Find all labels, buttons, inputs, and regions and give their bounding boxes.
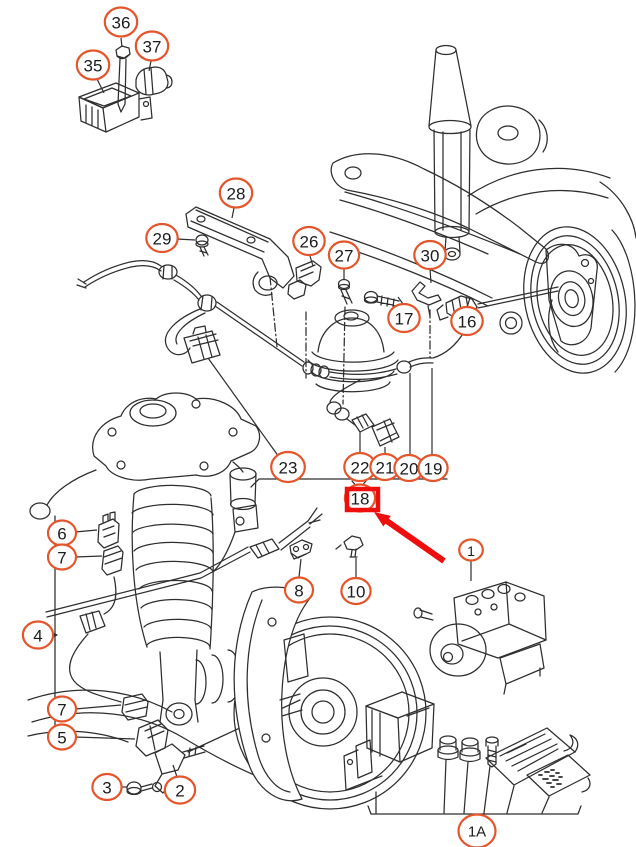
callout-26[interactable]: 26 (292, 225, 326, 267)
callout-label-10: 10 (347, 583, 366, 602)
part-screw-17 (363, 290, 400, 308)
callout-label-1: 1 (467, 543, 475, 559)
callout-5[interactable]: 5 (46, 723, 136, 751)
callout-20[interactable]: 20 (393, 373, 425, 483)
part-sensor-37 (135, 66, 173, 96)
callout-8[interactable]: 8 (283, 558, 315, 604)
callout-label-5: 5 (57, 729, 66, 748)
callout-label-37: 37 (143, 38, 162, 57)
callout-2[interactable]: 2 (163, 764, 197, 805)
sensor-lead-chain (302, 316, 471, 447)
callout-label-3: 3 (102, 779, 111, 798)
callout-label-35: 35 (84, 57, 103, 76)
callout-17[interactable]: 17 (387, 296, 421, 334)
callout-label-8: 8 (294, 582, 303, 601)
callout-label-7: 7 (57, 701, 66, 720)
callout-label-28: 28 (227, 185, 246, 204)
sensor-harness (76, 260, 305, 367)
callout-label-36: 36 (112, 14, 131, 33)
callout-label-30: 30 (421, 247, 440, 266)
part-bracket-26 (287, 260, 322, 300)
front-strut-assembly (27, 392, 273, 783)
callout-7[interactable]: 7 (46, 695, 122, 723)
callout-label-17: 17 (395, 310, 414, 329)
callout-label-6: 6 (57, 525, 66, 544)
callout-35[interactable]: 35 (75, 49, 111, 94)
front-knuckle-disc (233, 586, 427, 810)
callout-label-1A: 1A (468, 824, 486, 841)
callout-37[interactable]: 37 (134, 30, 170, 72)
callout-23[interactable]: 23 (207, 357, 306, 484)
callout-4[interactable]: 4 (21, 620, 57, 650)
callout-label-18: 18 (351, 490, 370, 509)
part-module-35 (78, 82, 153, 133)
callout-label-21: 21 (376, 459, 395, 478)
highlight-layer (344, 486, 446, 564)
callout-label-26: 26 (300, 233, 319, 252)
callout-label-29: 29 (153, 230, 172, 249)
callout-28[interactable]: 28 (218, 177, 254, 219)
abs-unit (413, 581, 547, 695)
center-lines (269, 276, 431, 405)
callout-21[interactable]: 21 (369, 447, 401, 482)
callout-label-7: 7 (57, 549, 66, 568)
part-bolt-27 (337, 278, 353, 305)
callout-22[interactable]: 22 (343, 432, 377, 483)
callout-1[interactable]: 1 (458, 538, 484, 582)
part-pin-10 (335, 535, 364, 558)
part-bracket-28 (185, 206, 295, 296)
highlight-box (344, 486, 381, 513)
callout-6[interactable]: 6 (46, 519, 98, 547)
callout-label-4: 4 (33, 627, 42, 646)
part-bolt-29 (195, 234, 209, 257)
callout-30[interactable]: 30 (413, 239, 447, 284)
highlight-arrow-head (374, 512, 391, 527)
callout-label-2: 2 (175, 782, 184, 801)
highlight-arrow-shaft (382, 516, 446, 564)
callout-label-16: 16 (458, 313, 477, 332)
callout-label-19: 19 (424, 460, 443, 479)
callout-36[interactable]: 36 (103, 6, 139, 48)
rear-suspension-assembly (329, 44, 636, 374)
callout-16[interactable]: 16 (450, 297, 484, 337)
callout-19[interactable]: 19 (417, 368, 449, 483)
callout-29[interactable]: 29 (145, 222, 196, 254)
callout-7[interactable]: 7 (46, 543, 103, 571)
callout-label-22: 22 (351, 459, 370, 478)
callout-label-23: 23 (279, 459, 298, 478)
line-art (27, 44, 636, 815)
abs-control-module-kit (343, 691, 591, 815)
callout-label-27: 27 (335, 247, 354, 266)
part-bolt-36 (115, 45, 131, 113)
bump-stop-dome (307, 309, 399, 393)
callout-label-20: 20 (400, 460, 419, 479)
callout-27[interactable]: 27 (327, 240, 361, 280)
callout-3[interactable]: 3 (91, 772, 127, 802)
part-clip-8 (289, 539, 313, 560)
callout-1A[interactable]: 1A (457, 813, 497, 847)
callout-10[interactable]: 10 (340, 558, 372, 606)
